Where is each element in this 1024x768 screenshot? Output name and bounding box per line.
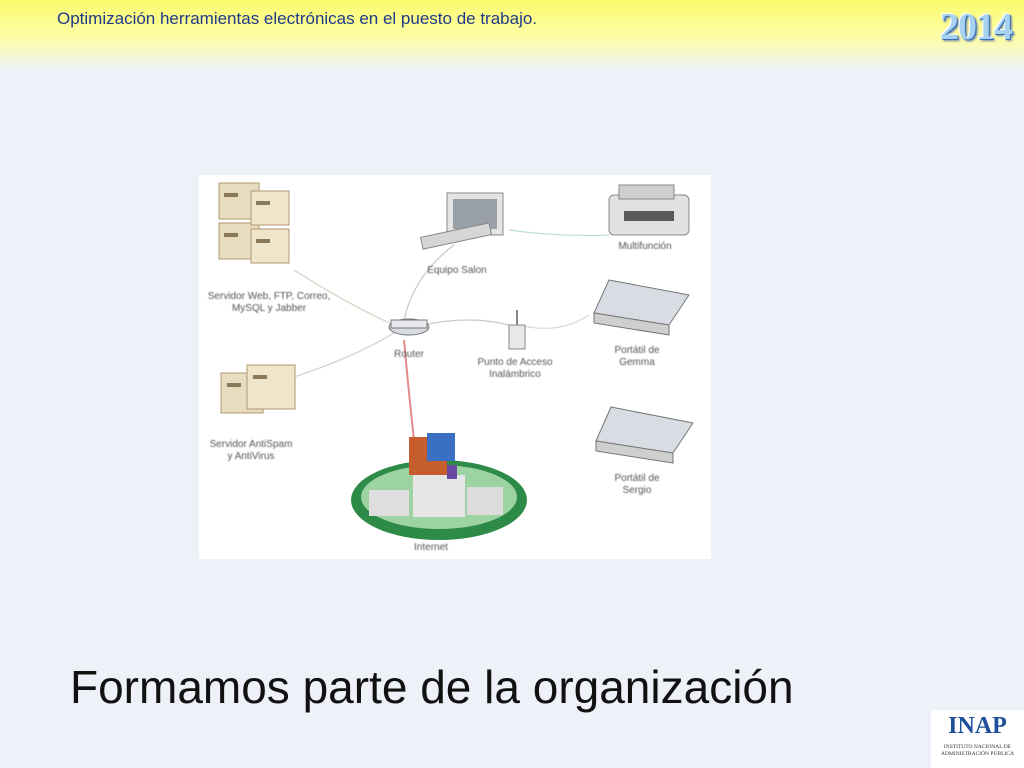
header-year: 2014 [940,6,1013,48]
printer-icon [608,184,690,236]
servers-label: Servidor Web, FTP, Correo, MySQL y Jabbe… [207,291,331,314]
internet-globe-icon [351,433,527,540]
network-diagram-graphic [218,182,694,540]
portatil2-label: Portátil de Sergio [614,473,660,496]
slide-caption: Formamos parte de la organización [70,661,794,713]
router-icon [388,318,430,336]
multifuncion-label: Multifunción [618,241,672,252]
access-point-icon [508,310,526,350]
internet-label: Internet [414,542,448,553]
logo-main-text: INAP [948,713,1007,739]
server-rack-icon [218,182,290,264]
antispam-server-icon [220,364,296,414]
router-label: Router [393,349,424,360]
network-diagram: Servidor Web, FTP, Correo, MySQL y Jabbe… [199,175,711,559]
header-title: Optimización herramientas electrónicas e… [57,9,538,28]
logo-sub-text: INSTITUTO NACIONAL DE ADMINISTRACIÓN PÚB… [941,744,1014,757]
antispam-label: Servidor AntiSpam y AntiVirus [209,439,293,462]
inap-logo: INAP INSTITUTO NACIONAL DE ADMINISTRACIÓ… [931,710,1024,768]
laptop-icon [593,279,690,336]
access-point-label: Punto de Acceso Inalámbrico [477,357,553,380]
slide-header: Optimización herramientas electrónicas e… [0,0,1024,70]
laptop-icon [595,406,694,464]
portatil1-label: Portátil de Gemma [614,345,660,368]
equipo-label: Equipo Salon [427,265,487,276]
desktop-computer-icon [419,192,504,250]
